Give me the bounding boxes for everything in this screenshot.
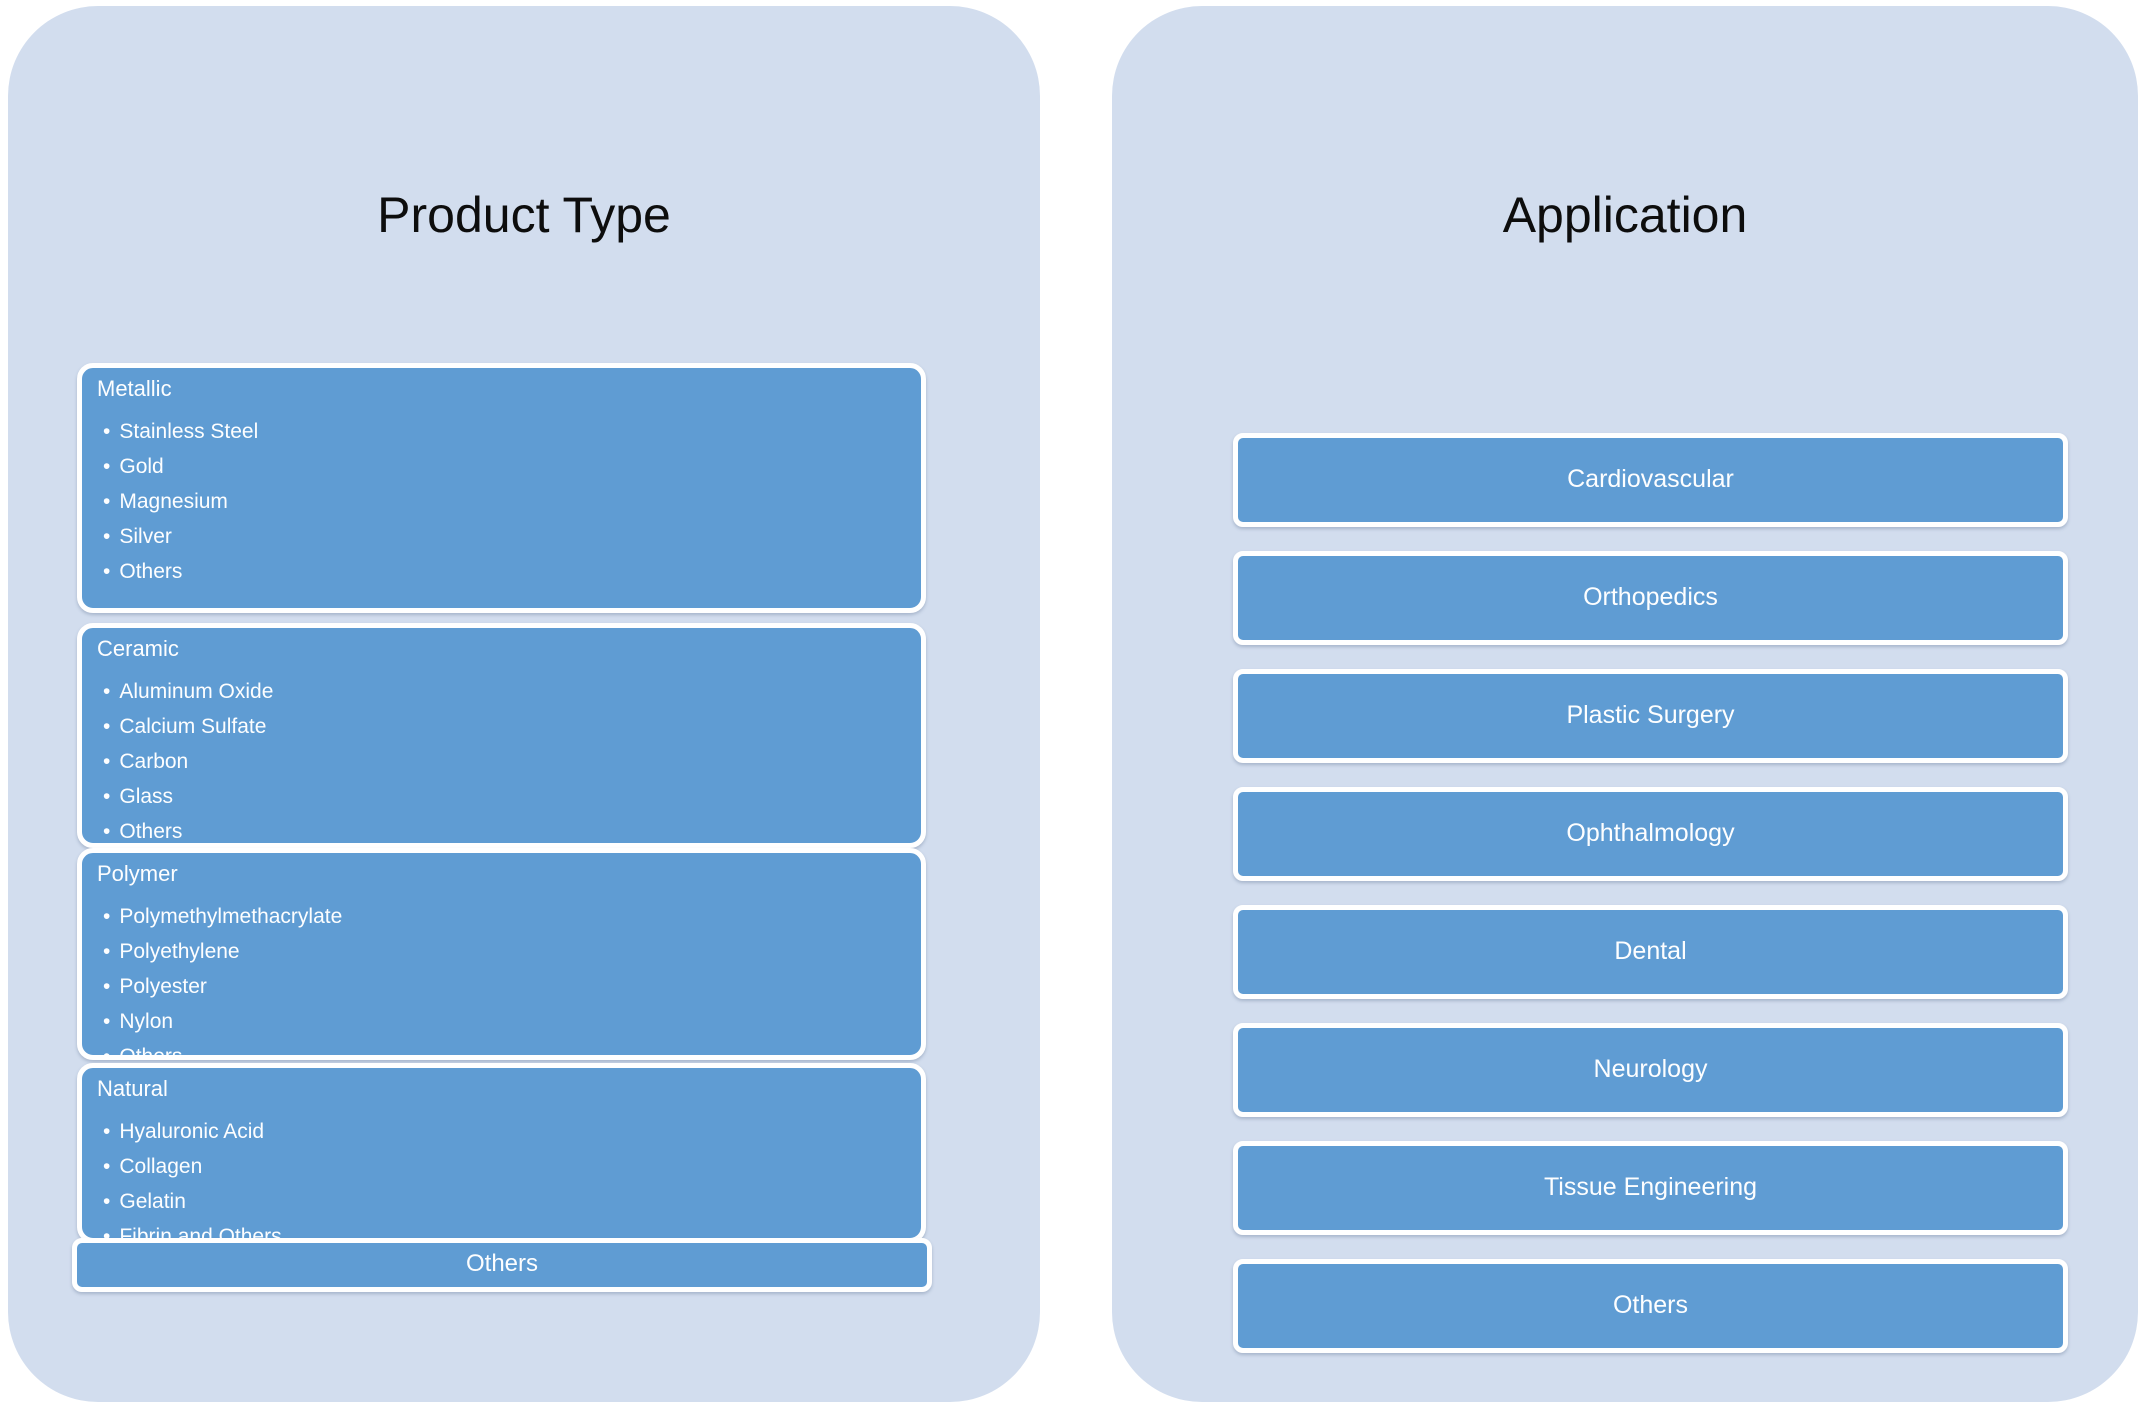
list-item-label: Polymethylmethacrylate: [119, 905, 343, 928]
list-item-label: Aluminum Oxide: [119, 680, 274, 703]
bullet-dot: •: [103, 680, 111, 703]
bullet-dot: •: [103, 905, 111, 928]
list-item: • Glass: [97, 779, 907, 814]
list-item: • Gelatin: [97, 1184, 907, 1219]
group-heading: Natural: [97, 1076, 168, 1101]
bullet-dot: •: [103, 420, 111, 443]
list-item: • Polyethylene: [97, 934, 907, 969]
application-item-plastic-surgery: Plastic Surgery: [1233, 669, 2068, 763]
product-type-others-bar: Others: [72, 1238, 932, 1292]
bullet-dot: •: [103, 975, 111, 998]
bullet-dot: •: [103, 1120, 111, 1143]
list-item-label: Silver: [119, 525, 172, 548]
list-item-label: Carbon: [119, 750, 189, 773]
application-item-neurology: Neurology: [1233, 1023, 2068, 1117]
list-item: • Others: [97, 1039, 907, 1060]
bullet-dot: •: [103, 750, 111, 773]
list-item: • Others: [97, 814, 907, 843]
application-item-ophthalmology: Ophthalmology: [1233, 787, 2068, 881]
list-item: • Fibrin and Others: [97, 1219, 907, 1243]
list-item-label: Glass: [119, 785, 174, 808]
list-item-label: Stainless Steel: [119, 420, 259, 443]
application-item-dental: Dental: [1233, 905, 2068, 999]
list-item: • Stainless Steel: [97, 414, 907, 449]
list-item: • Silver: [97, 519, 907, 554]
application-item-orthopedics: Orthopedics: [1233, 551, 2068, 645]
list-item: • Nylon: [97, 1004, 907, 1039]
bullet-dot: •: [103, 1225, 111, 1243]
list-item-label: Calcium Sulfate: [119, 715, 267, 738]
group-ceramic: Ceramic • Aluminum Oxide • Calcium Sulfate…: [77, 623, 926, 848]
list-item: • Calcium Sulfate: [97, 709, 907, 744]
list-item-label: Others: [119, 1045, 183, 1060]
application-title: Application: [1502, 187, 1748, 243]
group-heading: Polymer: [97, 861, 178, 886]
group-natural: Natural • Hyaluronic Acid • Collagen • Gela…: [77, 1063, 926, 1243]
list-item-label: Others: [119, 820, 183, 843]
list-item: • Polyester: [97, 969, 907, 1004]
list-item: • Magnesium: [97, 484, 907, 519]
product-type-title: Product Type: [377, 187, 671, 243]
bullet-dot: •: [103, 1010, 111, 1033]
bullet-dot: •: [103, 490, 111, 513]
bullet-dot: •: [103, 525, 111, 548]
bullet-dot: •: [103, 1190, 111, 1213]
group-metallic: Metallic • Stainless Steel • Gold • Magnesi…: [77, 363, 926, 613]
list-item-label: Fibrin and Others: [119, 1225, 282, 1243]
bullet-dot: •: [103, 1045, 111, 1060]
list-item-label: Polyethylene: [119, 940, 240, 963]
list-item-label: Nylon: [119, 1010, 174, 1033]
application-panel: Application Cardiovascular Orthopedics P…: [1112, 6, 2138, 1402]
list-item: • Collagen: [97, 1149, 907, 1184]
bullet-dot: •: [103, 715, 111, 738]
application-item-tissue-engineering: Tissue Engineering: [1233, 1141, 2068, 1235]
group-polymer: Polymer • Polymethylmethacrylate • Polyeth…: [77, 848, 926, 1060]
group-heading: Ceramic: [97, 636, 179, 661]
list-item: • Others: [97, 554, 907, 589]
others-bar-label: Others: [465, 1250, 539, 1277]
list-item: • Carbon: [97, 744, 907, 779]
list-item: • Gold: [97, 449, 907, 484]
list-item: • Hyaluronic Acid: [97, 1114, 907, 1149]
bullet-dot: •: [103, 820, 111, 843]
application-item-others: Others: [1233, 1259, 2068, 1353]
bullet-dot: •: [103, 560, 111, 583]
list-item-label: Polyester: [119, 975, 207, 998]
bullet-dot: •: [103, 455, 111, 478]
list-item-label: Magnesium: [119, 490, 228, 513]
bullet-dot: •: [103, 1155, 111, 1178]
list-item-label: Gelatin: [119, 1190, 186, 1213]
list-item: • Aluminum Oxide: [97, 674, 907, 709]
bullet-dot: •: [103, 940, 111, 963]
bullet-dot: •: [103, 785, 111, 808]
list-item-label: Others: [119, 560, 183, 583]
list-item-label: Collagen: [119, 1155, 203, 1178]
list-item: • Polymethylmethacrylate: [97, 899, 907, 934]
list-item-label: Gold: [119, 455, 164, 478]
group-heading: Metallic: [97, 376, 172, 401]
application-item-cardiovascular: Cardiovascular: [1233, 433, 2068, 527]
list-item-label: Hyaluronic Acid: [119, 1120, 265, 1143]
product-type-panel: Product Type Metallic • Stainless Steel •…: [8, 6, 1040, 1402]
